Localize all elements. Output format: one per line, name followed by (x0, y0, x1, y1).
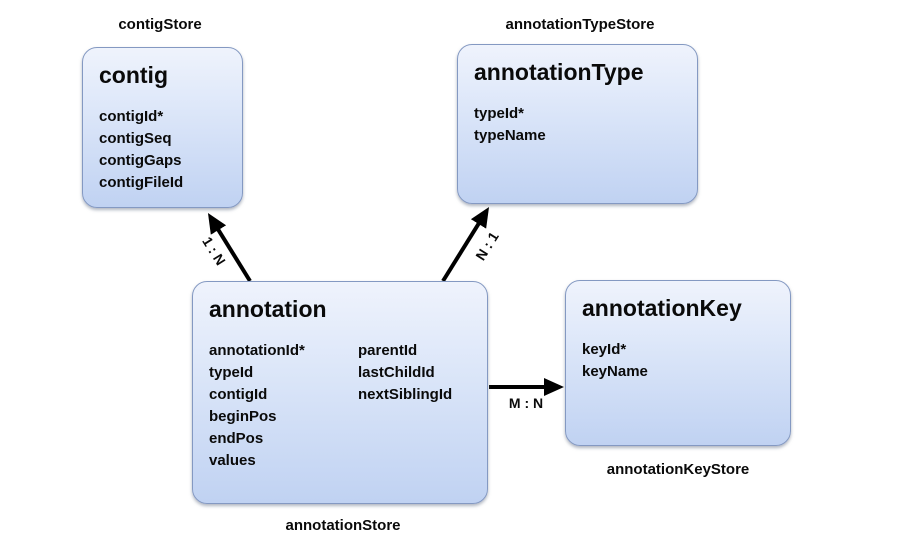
field-values: values (209, 452, 256, 469)
field-annotation-type-id: typeId (209, 364, 254, 381)
entity-annotation-key: annotationKey keyId* keyName (565, 280, 791, 446)
field-end-pos: endPos (209, 430, 264, 447)
field-type-id: typeId* (474, 105, 525, 122)
entity-contig: contig contigId* contigSeq contigGaps co… (82, 47, 243, 208)
entity-annotation: annotation annotationId* typeId contigId… (192, 281, 488, 504)
store-label-annotation-type: annotationTypeStore (505, 16, 655, 33)
field-key-name: keyName (582, 363, 648, 380)
field-contig-file-id: contigFileId (99, 174, 184, 191)
entity-title-annotation-type: annotationType (474, 59, 644, 85)
field-annotation-contig-id: contigId (209, 386, 268, 403)
entity-annotation-type: annotationType typeId* typeName (457, 44, 698, 204)
field-key-id: keyId* (582, 341, 627, 358)
field-last-child-id: lastChildId (358, 364, 435, 381)
field-next-sibling-id: nextSiblingId (358, 386, 453, 403)
field-contig-gaps: contigGaps (99, 152, 182, 169)
store-label-annotation-key: annotationKeyStore (606, 461, 750, 478)
field-type-name: typeName (474, 127, 546, 144)
field-parent-id: parentId (358, 342, 418, 359)
cardinality-label-annotation-key: M : N (508, 395, 544, 411)
store-label-contig: contigStore (118, 16, 202, 33)
field-begin-pos: beginPos (209, 408, 277, 425)
field-contig-seq: contigSeq (99, 130, 172, 147)
field-annotation-id: annotationId* (209, 342, 305, 359)
entity-title-contig: contig (99, 62, 168, 88)
entity-title-annotation-key: annotationKey (582, 295, 742, 321)
entity-title-annotation: annotation (209, 296, 327, 322)
cardinality-label-annotation-type: N : 1 (472, 228, 502, 264)
field-contig-id: contigId* (99, 108, 164, 125)
cardinality-label-contig: 1 : N (199, 233, 229, 269)
store-label-annotation: annotationStore (285, 517, 401, 534)
